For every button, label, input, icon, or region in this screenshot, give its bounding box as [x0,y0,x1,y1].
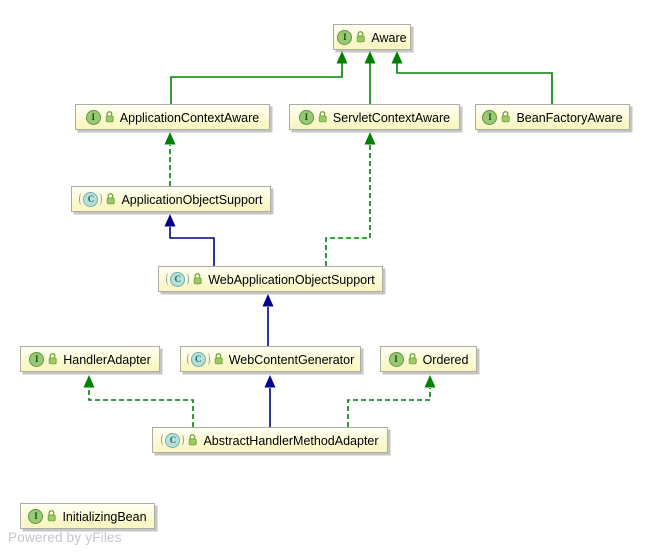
open-lock-icon [105,111,114,123]
interface-icon: I [29,351,45,367]
interface-icon: I [85,109,101,125]
node-label: WebApplicationObjectSupport [208,272,375,287]
edge-webapplicationobjectsupport-servletcontextaware [325,145,371,266]
edge-abstracthandlermethodadapter-handleradapter-arrowhead [83,375,95,388]
node-label: InitializingBean [62,509,147,524]
node-ordered[interactable]: I Ordered [380,346,477,372]
interface-icon: I [28,508,44,524]
interface-icon: I [298,109,314,125]
node-label: ApplicationContextAware [119,110,260,125]
edge-abstracthandlermethodadapter-ordered [347,388,431,427]
open-lock-icon [107,193,116,205]
edge-applicationobjectsupport-applicationcontextaware-arrowhead [164,132,176,145]
open-lock-icon [214,353,223,365]
edge-webcontentgenerator-webapplicationobjectsupport-arrowhead [262,294,274,307]
interface-icon: I [388,351,404,367]
edge-beanfactoryaware-aware [396,63,553,104]
node-applicationcontextaware[interactable]: I ApplicationContextAware [75,104,270,130]
node-handleradapter[interactable]: I HandlerAdapter [20,346,160,372]
node-servletcontextaware[interactable]: I ServletContextAware [289,104,460,130]
interface-icon: I [482,109,498,125]
edge-applicationcontextaware-aware-arrowhead [336,51,348,64]
open-lock-icon [502,111,511,123]
node-webapplicationobjectsupport[interactable]: C WebApplicationObjectSupport [158,266,383,292]
open-lock-icon [193,273,202,285]
edge-beanfactoryaware-aware-arrowhead [391,51,403,64]
node-initializingbean[interactable]: I InitializingBean [20,503,155,529]
class-icon: C [166,271,190,287]
node-abstracthandlermethodadapter[interactable]: C AbstractHandlerMethodAdapter [152,427,388,453]
edge-applicationcontextaware-aware [170,63,343,104]
edge-webapplicationobjectsupport-servletcontextaware-arrowhead [364,132,376,145]
edge-abstracthandlermethodadapter-handleradapter [88,388,194,427]
open-lock-icon [48,510,57,522]
yfiles-watermark: Powered by yFiles [8,530,122,545]
edge-abstracthandlermethodadapter-webcontentgenerator-arrowhead [264,375,276,388]
node-label: WebContentGenerator [228,352,355,367]
interface-icon: I [337,29,353,45]
node-label: Ordered [422,352,469,367]
edge-webapplicationobjectsupport-applicationobjectsupport-arrowhead [164,214,176,227]
edge-servletcontextaware-aware-arrowhead [364,51,376,64]
node-webcontentgenerator[interactable]: C WebContentGenerator [180,346,361,372]
open-lock-icon [357,31,366,43]
edge-webapplicationobjectsupport-applicationobjectsupport [169,227,215,266]
open-lock-icon [408,353,417,365]
node-beanfactoryaware[interactable]: I BeanFactoryAware [475,104,630,130]
node-label: HandlerAdapter [63,352,151,367]
node-label: Aware [371,30,407,45]
node-label: ServletContextAware [332,110,451,125]
class-icon: C [79,191,103,207]
edge-abstracthandlermethodadapter-ordered-arrowhead [424,375,436,388]
open-lock-icon [189,434,198,446]
node-label: BeanFactoryAware [516,110,623,125]
open-lock-icon [48,353,57,365]
node-applicationobjectsupport[interactable]: C ApplicationObjectSupport [71,186,271,212]
open-lock-icon [318,111,327,123]
node-aware[interactable]: I Aware [333,24,411,50]
class-icon: C [186,351,210,367]
class-icon: C [161,432,185,448]
node-label: AbstractHandlerMethodAdapter [203,433,379,448]
node-label: ApplicationObjectSupport [121,192,263,207]
